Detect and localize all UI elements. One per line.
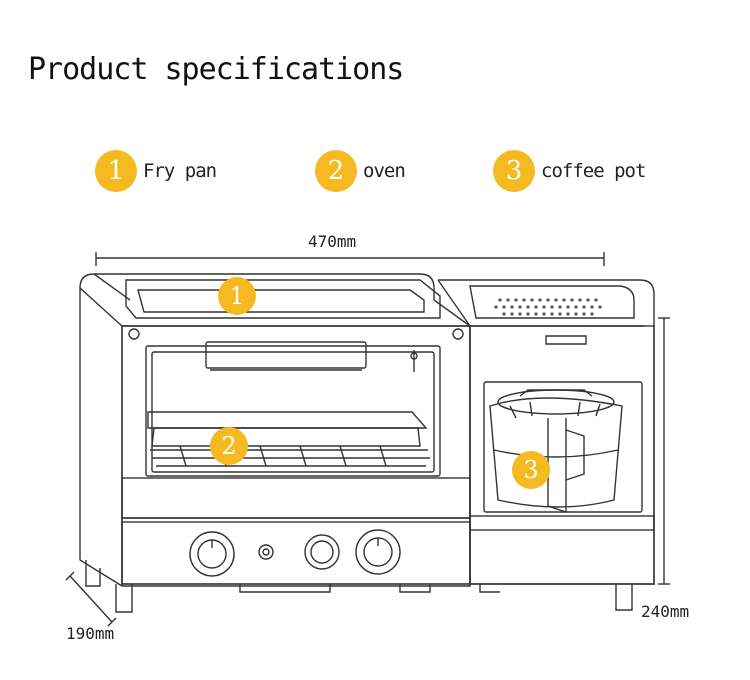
coffee-maker-body bbox=[437, 279, 655, 611]
legend-label-coffee-pot: coffee pot bbox=[541, 160, 646, 182]
legend-label-fry-pan: Fry pan bbox=[143, 160, 217, 182]
legend-item-coffee-pot: 3 coffee pot bbox=[493, 148, 646, 194]
legend-label-oven: oven bbox=[363, 160, 406, 182]
marker-fry-pan-label: 1 bbox=[229, 282, 244, 310]
indicator-light bbox=[258, 544, 274, 560]
legend-item-fry-pan: 1 Fry pan bbox=[95, 148, 217, 194]
height-dimension-label: 240mm bbox=[641, 602, 690, 621]
legend-item-oven: 2 oven bbox=[315, 148, 406, 194]
legend-badge-3: 3 bbox=[493, 150, 535, 192]
vent-grille bbox=[494, 298, 602, 316]
function-knob bbox=[355, 529, 401, 575]
page-title: Product specifications bbox=[28, 52, 404, 87]
legend-badge-1: 1 bbox=[95, 150, 137, 192]
marker-coffee-pot: 3 bbox=[512, 451, 550, 489]
height-dimension-line bbox=[658, 317, 670, 585]
marker-coffee-pot-label: 3 bbox=[523, 456, 538, 484]
legend-badge-2: 2 bbox=[315, 150, 357, 192]
oven-body bbox=[79, 273, 471, 613]
timer-knob bbox=[189, 531, 235, 577]
width-dimension-line bbox=[95, 252, 605, 266]
depth-dimension-line bbox=[65, 571, 117, 627]
marker-oven-label: 2 bbox=[221, 432, 236, 460]
temperature-knob bbox=[304, 534, 340, 570]
marker-oven: 2 bbox=[210, 427, 248, 465]
coffee-pot bbox=[489, 389, 623, 513]
width-dimension-label: 470mm bbox=[308, 232, 357, 251]
depth-dimension-label: 190mm bbox=[66, 624, 115, 643]
marker-fry-pan: 1 bbox=[218, 277, 256, 315]
